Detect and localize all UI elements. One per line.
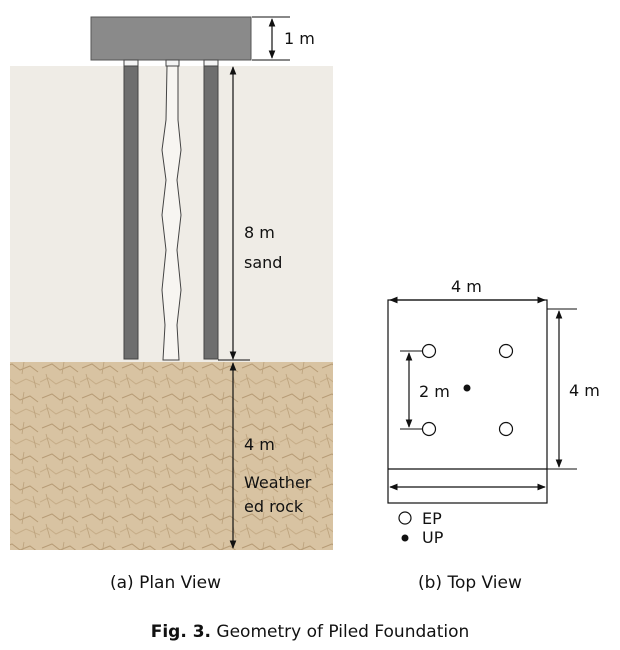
plan-view-caption: (a) Plan View — [110, 573, 221, 593]
top-view-caption: (b) Top View — [418, 573, 522, 593]
cap-height-label: 1 m — [284, 29, 315, 48]
top-view: 4 m 4 m 2 m EP UP (b) Top View — [387, 277, 600, 593]
pile-right-head — [203, 59, 219, 67]
ep-pile-bottom-left — [421, 421, 437, 437]
weathered-rock-layer — [10, 362, 333, 550]
pile-left — [123, 59, 139, 360]
legend-ep-label: EP — [422, 509, 442, 528]
width-label: 4 m — [451, 277, 482, 296]
pile-middle-head — [165, 59, 180, 67]
rock-depth-label: 4 m — [244, 435, 275, 454]
up-pile-center — [463, 384, 471, 392]
legend-open-circle-icon — [398, 511, 412, 525]
legend-up-label: UP — [422, 528, 444, 547]
spacing-label: 2 m — [419, 382, 450, 401]
rock-label-line2: ed rock — [244, 497, 304, 516]
figure-caption-text: Geometry of Piled Foundation — [211, 622, 469, 642]
height-label: 4 m — [569, 381, 600, 400]
rock-label-line1: Weather — [244, 473, 312, 492]
figure-caption-prefix: Fig. 3. — [151, 622, 211, 642]
ep-pile-top-left — [421, 343, 437, 359]
foundation-outline — [387, 299, 548, 504]
figure-caption: Fig. 3. Geometry of Piled Foundation — [151, 622, 470, 642]
pile-cap — [90, 16, 252, 61]
ep-pile-bottom-right — [498, 421, 514, 437]
sand-depth-label: 8 m — [244, 223, 275, 242]
legend-filled-circle-icon — [401, 534, 409, 542]
sand-label: sand — [244, 253, 282, 272]
pile-right — [203, 59, 219, 360]
plan-view: 1 m 8 m sand 4 m Weather ed rock (a) Pla… — [10, 16, 333, 593]
ep-pile-top-right — [498, 343, 514, 359]
pile-middle-damaged — [161, 65, 182, 361]
pile-left-head — [123, 59, 139, 67]
